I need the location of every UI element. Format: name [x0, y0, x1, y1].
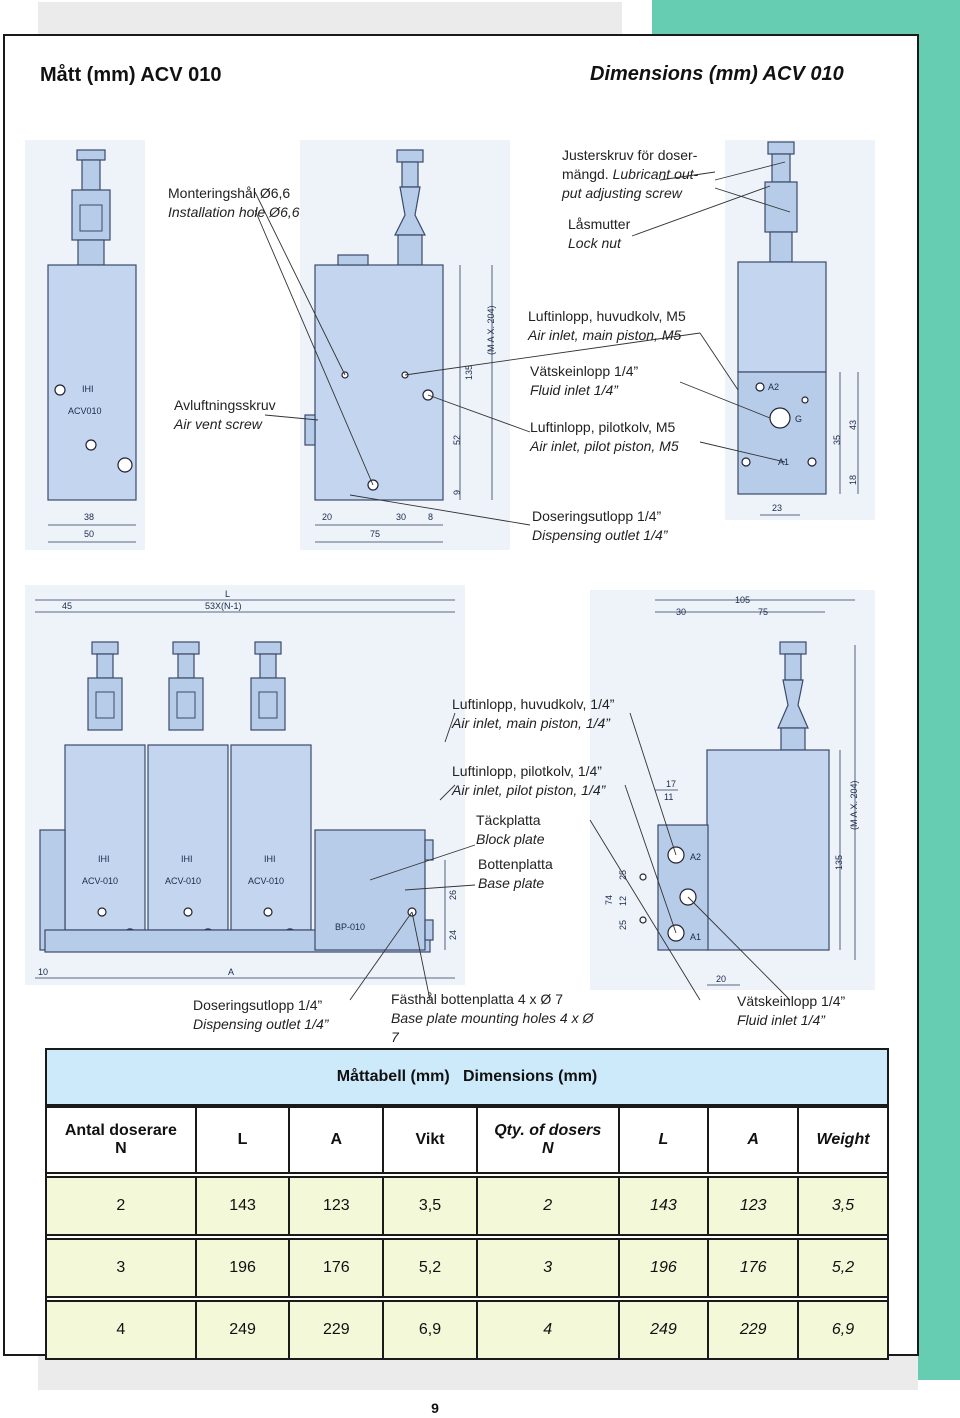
label-air-vent-screw: Avluftningsskruv Air vent screw	[174, 397, 276, 432]
table-cell: 5,2	[382, 1238, 478, 1298]
table-cell: 143	[194, 1176, 291, 1236]
table-cell: 3	[45, 1238, 197, 1298]
table-cell: 5,2	[797, 1238, 889, 1298]
top-gray-band	[38, 2, 622, 34]
label-air-inlet-main-m5: Luftinlopp, huvudkolv, M5 Air inlet, mai…	[528, 308, 686, 343]
header-a-en: A	[707, 1106, 800, 1174]
bottom-gray-band	[38, 1356, 918, 1390]
table-cell: 196	[617, 1238, 710, 1298]
label-block-plate: Täckplatta Block plate	[476, 812, 545, 847]
table-cell: 229	[288, 1300, 385, 1360]
table-cell: 4	[475, 1300, 620, 1360]
page-title-english: Dimensions (mm) ACV 010	[590, 63, 844, 85]
table-row: 4 249 229 6,9 4 249 229 6,9	[45, 1300, 889, 1360]
label-fluid-inlet-bottom: Vätskeinlopp 1/4” Fluid inlet 1/4”	[737, 993, 846, 1028]
table-cell: 2	[475, 1176, 620, 1236]
table-cell: 196	[194, 1238, 291, 1298]
table-cell: 176	[707, 1238, 800, 1298]
header-weight-en: Weight	[797, 1106, 889, 1174]
label-lock-nut: Låsmutter Lock nut	[568, 216, 631, 251]
label-air-inlet-pilot-m5: Luftinlopp, pilotkolv, M5 Air inlet, pil…	[530, 419, 679, 454]
table-cell: 176	[288, 1238, 385, 1298]
header-l-sv: L	[194, 1106, 291, 1174]
table-cell: 143	[617, 1176, 710, 1236]
table-cell: 249	[194, 1300, 291, 1360]
table-row: 2 143 123 3,5 2 143 123 3,5	[45, 1176, 889, 1236]
header-weight-sv: Vikt	[382, 1106, 478, 1174]
table-cell: 3,5	[797, 1176, 889, 1236]
label-dispensing-outlet-top: Doseringsutlopp 1/4” Dispensing outlet 1…	[532, 508, 668, 543]
label-base-plate: Bottenplatta Base plate	[478, 856, 553, 891]
table-cell: 123	[288, 1176, 385, 1236]
table-cell: 4	[45, 1300, 197, 1360]
dimension-table-title: Måttabell (mm) Dimensions (mm)	[45, 1048, 889, 1106]
page-number: 9	[431, 1400, 439, 1416]
header-a-sv: A	[288, 1106, 385, 1174]
table-cell: 6,9	[382, 1300, 478, 1360]
label-air-inlet-main-quarter: Luftinlopp, huvudkolv, 1/4” Air inlet, m…	[452, 696, 615, 731]
label-air-inlet-pilot-quarter: Luftinlopp, pilotkolv, 1/4” Air inlet, p…	[452, 763, 606, 798]
table-cell: 6,9	[797, 1300, 889, 1360]
header-l-en: L	[617, 1106, 710, 1174]
label-fluid-inlet-top: Vätskeinlopp 1/4” Fluid inlet 1/4”	[530, 363, 639, 398]
label-mounting-hole: Monteringshål Ø6,6 Installation hole Ø6,…	[168, 185, 300, 220]
table-cell: 249	[617, 1300, 710, 1360]
table-cell: 3	[475, 1238, 620, 1298]
table-cell: 2	[45, 1176, 197, 1236]
table-cell: 3,5	[382, 1176, 478, 1236]
label-base-plate-holes: Fästhål bottenplatta 4 x Ø 7 Base plate …	[391, 991, 594, 1045]
label-adjusting-screw: Justerskruv för doser- mängd. Lubricant …	[562, 147, 699, 201]
table-cell: 229	[707, 1300, 800, 1360]
label-dispensing-outlet-bottom: Doseringsutlopp 1/4” Dispensing outlet 1…	[193, 997, 329, 1032]
page-title-swedish: Mått (mm) ACV 010	[40, 64, 222, 86]
table-cell: 123	[707, 1176, 800, 1236]
table-row: 3 196 176 5,2 3 196 176 5,2	[45, 1238, 889, 1298]
